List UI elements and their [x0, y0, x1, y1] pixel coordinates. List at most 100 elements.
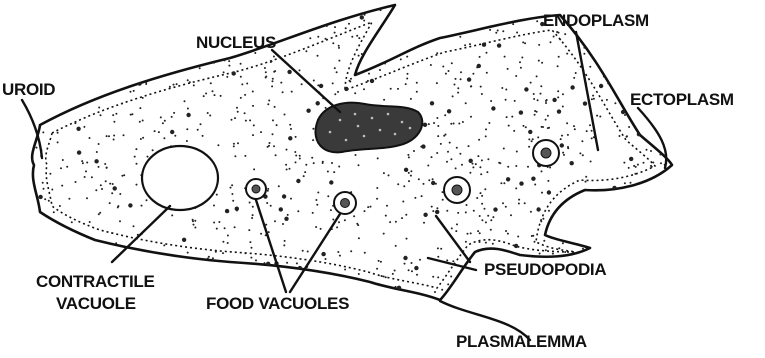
granule	[540, 303, 542, 305]
granule	[406, 238, 408, 240]
granule	[240, 63, 242, 65]
granule	[112, 183, 114, 185]
granule	[111, 192, 113, 194]
granule	[674, 54, 676, 56]
granule	[383, 172, 385, 174]
granule	[411, 270, 413, 272]
granule	[575, 214, 577, 216]
granule	[481, 93, 483, 95]
granule	[432, 210, 434, 212]
granule	[375, 56, 377, 58]
granule	[192, 267, 194, 269]
granule	[64, 96, 66, 98]
granule	[547, 127, 549, 129]
granule	[84, 24, 86, 26]
granule	[511, 116, 513, 118]
granule	[180, 63, 182, 65]
granule	[259, 271, 261, 273]
granule	[440, 8, 442, 10]
granule	[289, 124, 291, 126]
granule	[213, 205, 215, 207]
granule	[197, 9, 199, 11]
granule	[513, 130, 515, 132]
granule	[457, 87, 459, 89]
granule	[115, 43, 117, 45]
granule	[175, 69, 177, 71]
granule	[252, 134, 254, 136]
granule	[289, 168, 291, 170]
granule	[56, 87, 58, 89]
granule	[407, 73, 409, 75]
granule	[563, 226, 565, 228]
granule	[267, 146, 269, 148]
granule	[290, 198, 292, 200]
granule	[572, 224, 574, 226]
granule	[506, 116, 508, 118]
granule	[469, 159, 473, 163]
granule	[480, 86, 482, 88]
label-nucleus: NUCLEUS	[196, 33, 276, 52]
granule	[400, 58, 402, 60]
granule	[217, 144, 219, 146]
granule	[81, 160, 83, 162]
granule	[77, 66, 79, 68]
granule	[288, 136, 292, 140]
granule	[480, 192, 482, 194]
granule	[157, 73, 159, 75]
granule	[358, 164, 360, 166]
granule	[344, 269, 346, 271]
granule	[436, 207, 438, 209]
granule	[171, 275, 173, 277]
granule	[509, 15, 511, 17]
granule	[475, 163, 477, 165]
granule	[540, 220, 542, 222]
granule	[98, 107, 100, 109]
granule	[89, 28, 91, 30]
granule	[173, 12, 175, 14]
granule	[60, 167, 62, 169]
granule	[281, 33, 283, 35]
granule	[395, 221, 397, 223]
granule	[71, 221, 73, 223]
granule	[189, 81, 191, 83]
granule	[66, 267, 70, 271]
granule	[330, 209, 332, 211]
granule	[142, 97, 144, 99]
granule	[496, 16, 498, 18]
granule	[273, 145, 275, 147]
granule	[351, 36, 353, 38]
granule	[552, 286, 554, 288]
granule	[653, 224, 655, 226]
granule	[606, 34, 608, 36]
granule	[193, 84, 195, 86]
granule	[228, 65, 230, 67]
granule	[668, 273, 670, 275]
granule	[640, 259, 642, 261]
granule	[107, 8, 109, 10]
granule	[491, 106, 495, 110]
granule	[75, 181, 77, 183]
granule	[232, 200, 234, 202]
granule	[430, 12, 432, 14]
granule	[657, 143, 659, 145]
granule	[273, 71, 275, 73]
granule	[487, 215, 489, 217]
granule	[118, 258, 122, 262]
granule	[349, 81, 351, 83]
granule	[503, 148, 505, 150]
granule	[282, 223, 284, 225]
granule	[270, 61, 272, 63]
granule	[286, 262, 288, 264]
granule	[652, 74, 654, 76]
granule	[66, 166, 68, 168]
granule	[470, 85, 472, 87]
granule	[554, 303, 556, 305]
granule	[288, 273, 290, 275]
granule	[433, 122, 435, 124]
granule	[652, 282, 654, 284]
granule	[299, 69, 301, 71]
granule	[490, 100, 492, 102]
granule	[218, 221, 220, 223]
granule	[368, 73, 370, 75]
granule	[355, 154, 357, 156]
